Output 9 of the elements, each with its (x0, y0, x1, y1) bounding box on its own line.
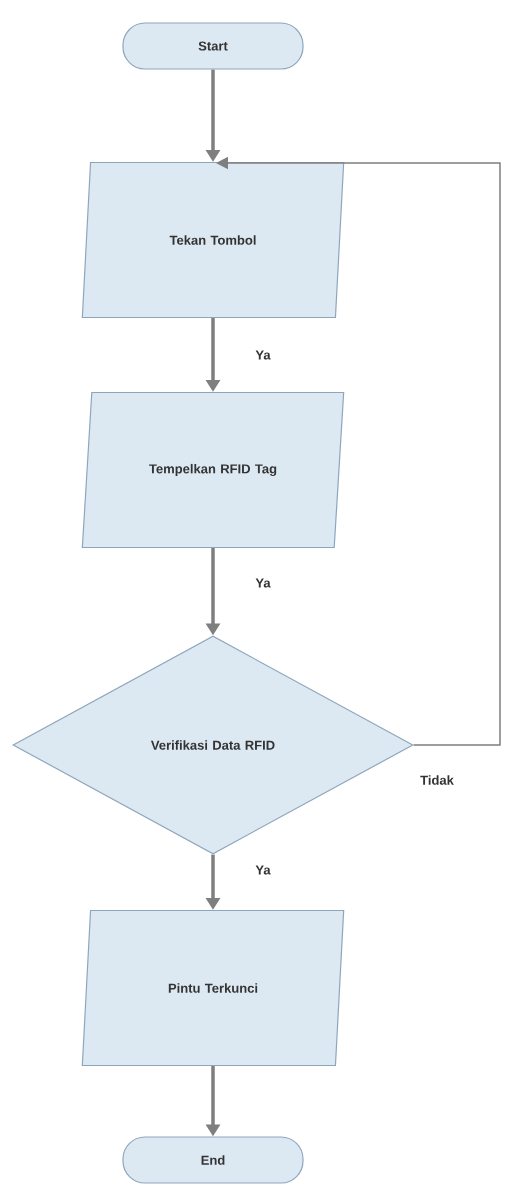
terminal-box: Start (122, 22, 304, 70)
edge-label: Ya (254, 864, 272, 876)
edge-label: Ya (254, 577, 272, 589)
input-output-box: Pintu Terkunci (81, 909, 345, 1067)
edge-label: Tidak (419, 774, 455, 786)
edge-label: Ya (254, 349, 272, 361)
terminal-box: End (122, 1136, 304, 1184)
input-output-box: Tempelkan RFID Tag (81, 391, 345, 549)
input-output-box: Tekan Tombol (81, 161, 345, 319)
